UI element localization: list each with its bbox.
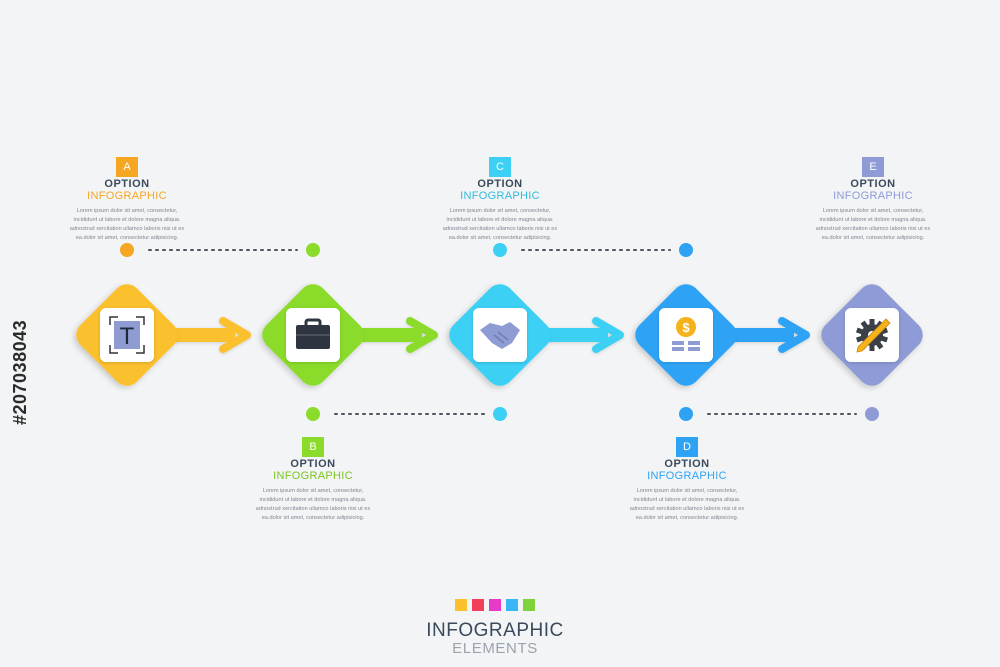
connector-dot (306, 243, 320, 257)
step-b-diamond (262, 284, 364, 386)
briefcase-icon (296, 318, 330, 349)
connector-dot (306, 407, 320, 421)
option-a: A OPTION INFOGRAPHIC Lorem ipsum dolor s… (67, 157, 187, 243)
flow-arrow (726, 317, 810, 353)
footer-square (455, 599, 467, 611)
option-c: C OPTION INFOGRAPHIC Lorem ipsum dolor s… (440, 157, 560, 243)
handshake-icon (480, 322, 520, 349)
option-b: B OPTION INFOGRAPHIC Lorem ipsum dolor s… (253, 437, 373, 523)
option-c-title: OPTION (477, 178, 523, 190)
option-e: E OPTION INFOGRAPHIC Lorem ipsum dolor s… (813, 157, 933, 243)
svg-text:T: T (120, 323, 135, 350)
option-d: D OPTION INFOGRAPHIC Lorem ipsum dolor s… (627, 437, 747, 523)
option-a-title: OPTION (104, 178, 150, 190)
option-d-title: OPTION (664, 458, 710, 470)
option-e-subtitle: INFOGRAPHIC (833, 190, 913, 202)
option-d-letter: D (676, 437, 698, 457)
text-tool-icon: T (109, 316, 145, 354)
option-e-title: OPTION (850, 178, 896, 190)
footer-square (506, 599, 518, 611)
option-a-letter: A (116, 157, 138, 177)
option-b-title: OPTION (290, 458, 336, 470)
option-a-subtitle: INFOGRAPHIC (87, 190, 167, 202)
step-a-diamond: T (76, 284, 178, 386)
watermark-id: #207038043 (10, 319, 30, 425)
option-c-body: Lorem ipsum dolor sit amet, consectetur,… (442, 208, 558, 241)
footer-square (523, 599, 535, 611)
step-e-diamond (821, 284, 923, 386)
footer-square (489, 599, 501, 611)
connector-dot (493, 407, 507, 421)
step-c-diamond (449, 284, 551, 386)
connector-dot (865, 407, 879, 421)
footer-square (472, 599, 484, 611)
option-e-body: Lorem ipsum dolor sit amet, consectetur,… (815, 208, 931, 241)
option-c-subtitle: INFOGRAPHIC (460, 190, 540, 202)
option-b-subtitle: INFOGRAPHIC (273, 470, 353, 482)
step-d-diamond: $ (635, 284, 737, 386)
option-c-letter: C (489, 157, 511, 177)
footer-subtitle: ELEMENTS (452, 640, 538, 657)
flow-arrow (167, 317, 251, 353)
option-d-body: Lorem ipsum dolor sit amet, consectetur,… (629, 488, 745, 521)
option-e-letter: E (862, 157, 884, 177)
gear-pencil-icon (856, 318, 891, 353)
svg-text:$: $ (682, 320, 690, 335)
connector-dot (679, 243, 693, 257)
coin-stack-icon: $ (672, 317, 700, 351)
option-d-subtitle: INFOGRAPHIC (647, 470, 727, 482)
flow-arrow (353, 317, 438, 353)
connector-dot (679, 407, 693, 421)
connector-dot (493, 243, 507, 257)
option-a-body: Lorem ipsum dolor sit amet, consectetur,… (69, 208, 185, 241)
option-b-letter: B (302, 437, 324, 457)
flow-arrow (540, 317, 624, 353)
option-b-body: Lorem ipsum dolor sit amet, consectetur,… (255, 488, 371, 521)
connector-dot (120, 243, 134, 257)
footer-title: INFOGRAPHIC (426, 620, 564, 641)
footer-color-squares (455, 599, 535, 611)
